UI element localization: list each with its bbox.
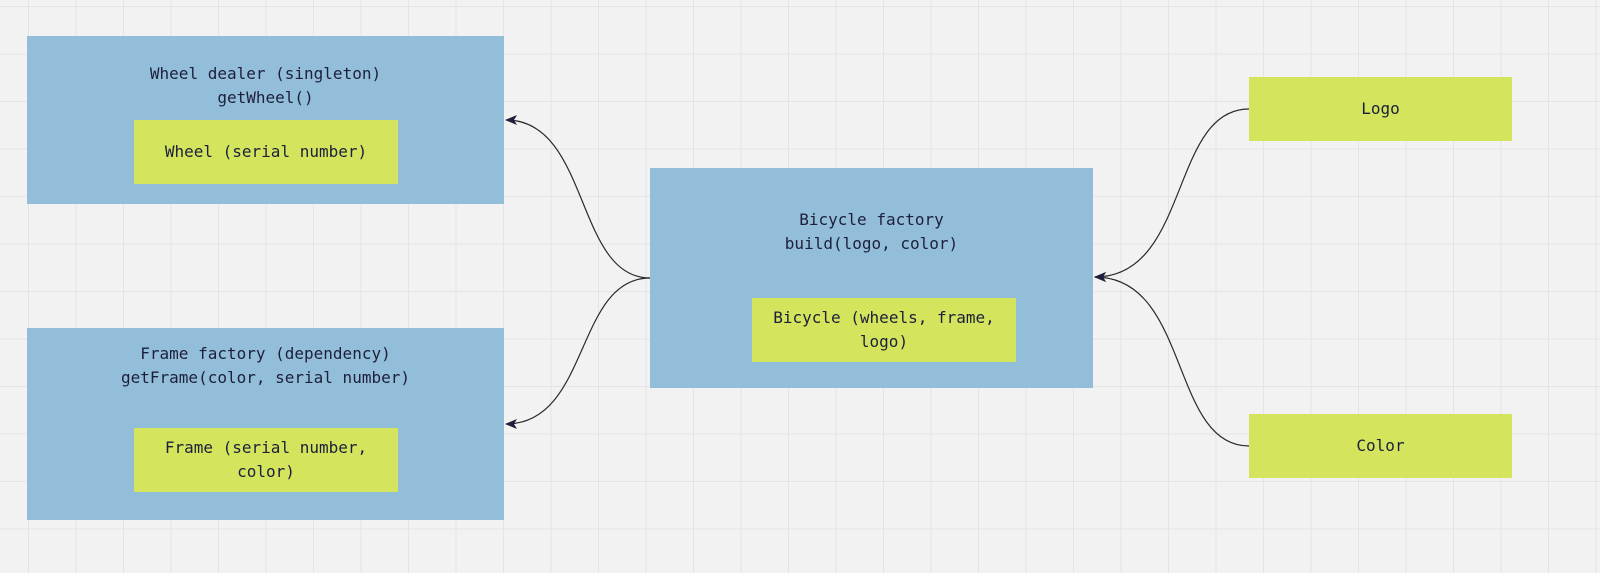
- logo-input-node[interactable]: Logo: [1249, 77, 1512, 141]
- frame-product-label: Frame (serial number, color): [164, 438, 368, 481]
- bicycle-factory-node[interactable]: Bicycle factory build(logo, color) Bicyc…: [650, 168, 1093, 388]
- wheel-dealer-header: Wheel dealer (singleton) getWheel(): [27, 62, 504, 110]
- color-input-label: Color: [1356, 436, 1405, 455]
- bicycle-factory-header: Bicycle factory build(logo, color): [650, 208, 1093, 256]
- bicycle-product-label: Bicycle (wheels, frame, logo): [773, 308, 995, 351]
- wheel-product-label: Wheel (serial number): [164, 142, 368, 161]
- logo-input-label: Logo: [1361, 99, 1400, 118]
- frame-factory-header: Frame factory (dependency) getFrame(colo…: [27, 342, 504, 390]
- frame-factory-method: getFrame(color, serial number): [121, 368, 410, 387]
- color-input-node[interactable]: Color: [1249, 414, 1512, 478]
- edge-color-to-bicycle: [1094, 272, 1250, 447]
- bicycle-product-node[interactable]: Bicycle (wheels, frame, logo): [752, 298, 1016, 362]
- edge-bicycle-to-wheel-dealer: [505, 115, 651, 279]
- edge-logo-to-bicycle: [1094, 108, 1250, 282]
- frame-product-node[interactable]: Frame (serial number, color): [134, 428, 398, 492]
- edge-bicycle-to-frame-factory: [505, 277, 651, 429]
- frame-factory-node[interactable]: Frame factory (dependency) getFrame(colo…: [27, 328, 504, 520]
- bicycle-factory-method: build(logo, color): [784, 234, 959, 253]
- wheel-product-node[interactable]: Wheel (serial number): [134, 120, 398, 184]
- frame-factory-title: Frame factory (dependency): [140, 344, 391, 363]
- wheel-dealer-title: Wheel dealer (singleton): [149, 64, 382, 83]
- bicycle-factory-title: Bicycle factory: [799, 210, 944, 229]
- wheel-dealer-method: getWheel(): [217, 88, 314, 107]
- wheel-dealer-node[interactable]: Wheel dealer (singleton) getWheel() Whee…: [27, 36, 504, 204]
